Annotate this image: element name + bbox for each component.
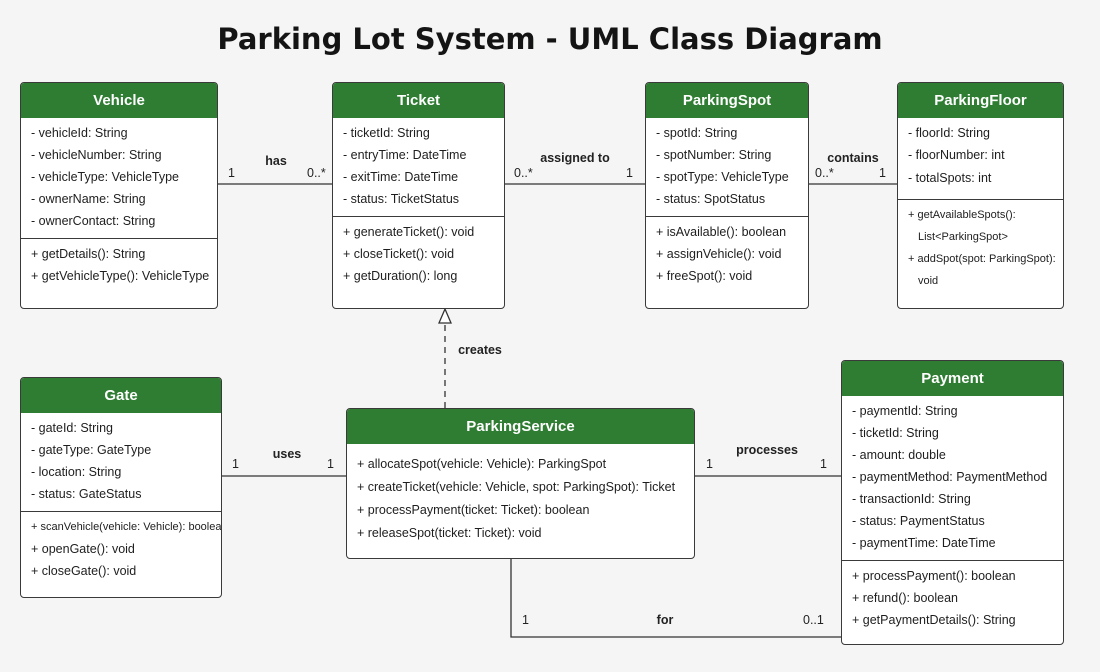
attribute: - paymentMethod: PaymentMethod: [852, 470, 1048, 484]
attribute: - ownerContact: String: [31, 214, 156, 228]
methods-section: + scanVehicle(vehicle: Vehicle): boolean…: [21, 511, 221, 588]
method: + openGate(): void: [31, 542, 135, 556]
attribute: - spotId: String: [656, 126, 738, 140]
uses-multiplicity-service: 1: [327, 457, 334, 471]
method: + processPayment(ticket: Ticket): boolea…: [357, 503, 590, 517]
contains-label: contains: [827, 151, 879, 165]
attribute: - vehicleId: String: [31, 126, 128, 140]
method: + releaseSpot(ticket: Ticket): void: [357, 526, 542, 540]
creates-arrowhead: [438, 307, 452, 324]
attribute: - location: String: [31, 465, 122, 479]
processes-multiplicity-service: 1: [706, 457, 713, 471]
for-label: for: [656, 613, 674, 627]
attribute: - ownerName: String: [31, 192, 146, 206]
for-multiplicity-payment: 0..1: [803, 613, 824, 627]
attribute: - paymentId: String: [852, 404, 958, 418]
class-name: Gate: [21, 378, 221, 413]
class-name: Payment: [842, 361, 1063, 396]
contains-multiplicity-floor: 1: [879, 166, 886, 180]
attributes-section: - paymentId: String - ticketId: String -…: [842, 396, 1063, 560]
attributes-section: - vehicleId: String - vehicleNumber: Str…: [21, 118, 217, 238]
attribute: - gateId: String: [31, 421, 113, 435]
class-name: ParkingFloor: [898, 83, 1063, 118]
method: + getDuration(): long: [343, 269, 458, 283]
method: + assignVehicle(): void: [656, 247, 782, 261]
has-label: has: [265, 154, 287, 168]
assigned-multiplicity-spot: 1: [626, 166, 633, 180]
uses-multiplicity-gate: 1: [232, 457, 239, 471]
diagram-title: Parking Lot System - UML Class Diagram: [217, 22, 883, 56]
method: + getPaymentDetails(): String: [852, 613, 1016, 627]
attribute: - exitTime: DateTime: [343, 170, 459, 184]
attribute: - floorNumber: int: [908, 148, 1005, 162]
attribute: - totalSpots: int: [908, 171, 992, 185]
method: + closeTicket(): void: [343, 247, 455, 261]
attribute: - vehicleType: VehicleType: [31, 170, 179, 184]
for-line: [510, 558, 841, 638]
method-continuation: List<ParkingSpot>: [918, 231, 1008, 243]
method-continuation: void: [918, 275, 939, 287]
has-multiplicity-ticket: 0..*: [307, 166, 326, 180]
assigned-to-label: assigned to: [540, 151, 610, 165]
methods-section: + isAvailable(): boolean + assignVehicle…: [646, 216, 808, 293]
methods-section: + getAvailableSpots(): List<ParkingSpot>…: [898, 199, 1063, 298]
processes-label: processes: [736, 443, 798, 457]
assigned-multiplicity-ticket: 0..*: [514, 166, 533, 180]
creates-label: creates: [458, 343, 502, 357]
method: + addSpot(spot: ParkingSpot):: [908, 253, 1056, 265]
attribute: - spotType: VehicleType: [656, 170, 789, 184]
attribute: - status: SpotStatus: [656, 192, 766, 206]
class-name: Ticket: [333, 83, 504, 118]
method: + scanVehicle(vehicle: Vehicle): boolean: [31, 521, 222, 533]
method: + getAvailableSpots():: [908, 209, 1016, 221]
class-ticket[interactable]: Ticket - ticketId: String - entryTime: D…: [332, 82, 505, 309]
uses-label: uses: [272, 447, 302, 461]
methods-section: + allocateSpot(vehicle: Vehicle): Parkin…: [347, 444, 694, 551]
processes-multiplicity-payment: 1: [820, 457, 827, 471]
class-gate[interactable]: Gate - gateId: String - gateType: GateTy…: [20, 377, 222, 598]
for-multiplicity-service: 1: [522, 613, 529, 627]
methods-section: + processPayment(): boolean + refund(): …: [842, 560, 1063, 637]
class-name: ParkingSpot: [646, 83, 808, 118]
attribute: - status: PaymentStatus: [852, 514, 985, 528]
method: + processPayment(): boolean: [852, 569, 1016, 583]
contains-multiplicity-spot: 0..*: [815, 166, 834, 180]
class-parking-spot[interactable]: ParkingSpot - spotId: String - spotNumbe…: [645, 82, 809, 309]
attribute: - transactionId: String: [852, 492, 971, 506]
attribute: - gateType: GateType: [31, 443, 152, 457]
class-vehicle[interactable]: Vehicle - vehicleId: String - vehicleNum…: [20, 82, 218, 309]
attribute: - status: GateStatus: [31, 487, 142, 501]
method: + generateTicket(): void: [343, 225, 475, 239]
attribute: - spotNumber: String: [656, 148, 772, 162]
attribute: - ticketId: String: [852, 426, 939, 440]
attribute: - paymentTime: DateTime: [852, 536, 996, 550]
method: + closeGate(): void: [31, 564, 137, 578]
method: + createTicket(vehicle: Vehicle, spot: P…: [357, 480, 676, 494]
method: + getVehicleType(): VehicleType: [31, 269, 210, 283]
methods-section: + generateTicket(): void + closeTicket()…: [333, 216, 504, 293]
attribute: - vehicleNumber: String: [31, 148, 162, 162]
method: + isAvailable(): boolean: [656, 225, 787, 239]
class-payment[interactable]: Payment - paymentId: String - ticketId: …: [841, 360, 1064, 645]
class-parking-service[interactable]: ParkingService + allocateSpot(vehicle: V…: [346, 408, 695, 559]
attribute: - entryTime: DateTime: [343, 148, 467, 162]
method: + allocateSpot(vehicle: Vehicle): Parkin…: [357, 457, 607, 471]
method: + getDetails(): String: [31, 247, 146, 261]
attributes-section: - floorId: String - floorNumber: int - t…: [898, 118, 1063, 199]
has-multiplicity-vehicle: 1: [228, 166, 235, 180]
attribute: - amount: double: [852, 448, 946, 462]
methods-section: + getDetails(): String + getVehicleType(…: [21, 238, 217, 293]
class-name: Vehicle: [21, 83, 217, 118]
class-parking-floor[interactable]: ParkingFloor - floorId: String - floorNu…: [897, 82, 1064, 309]
attribute: - status: TicketStatus: [343, 192, 460, 206]
class-name: ParkingService: [347, 409, 694, 444]
attribute: - floorId: String: [908, 126, 990, 140]
attributes-section: - spotId: String - spotNumber: String - …: [646, 118, 808, 216]
attributes-section: - ticketId: String - entryTime: DateTime…: [333, 118, 504, 216]
method: + refund(): boolean: [852, 591, 958, 605]
attribute: - ticketId: String: [343, 126, 430, 140]
method: + freeSpot(): void: [656, 269, 753, 283]
attributes-section: - gateId: String - gateType: GateType - …: [21, 413, 221, 511]
